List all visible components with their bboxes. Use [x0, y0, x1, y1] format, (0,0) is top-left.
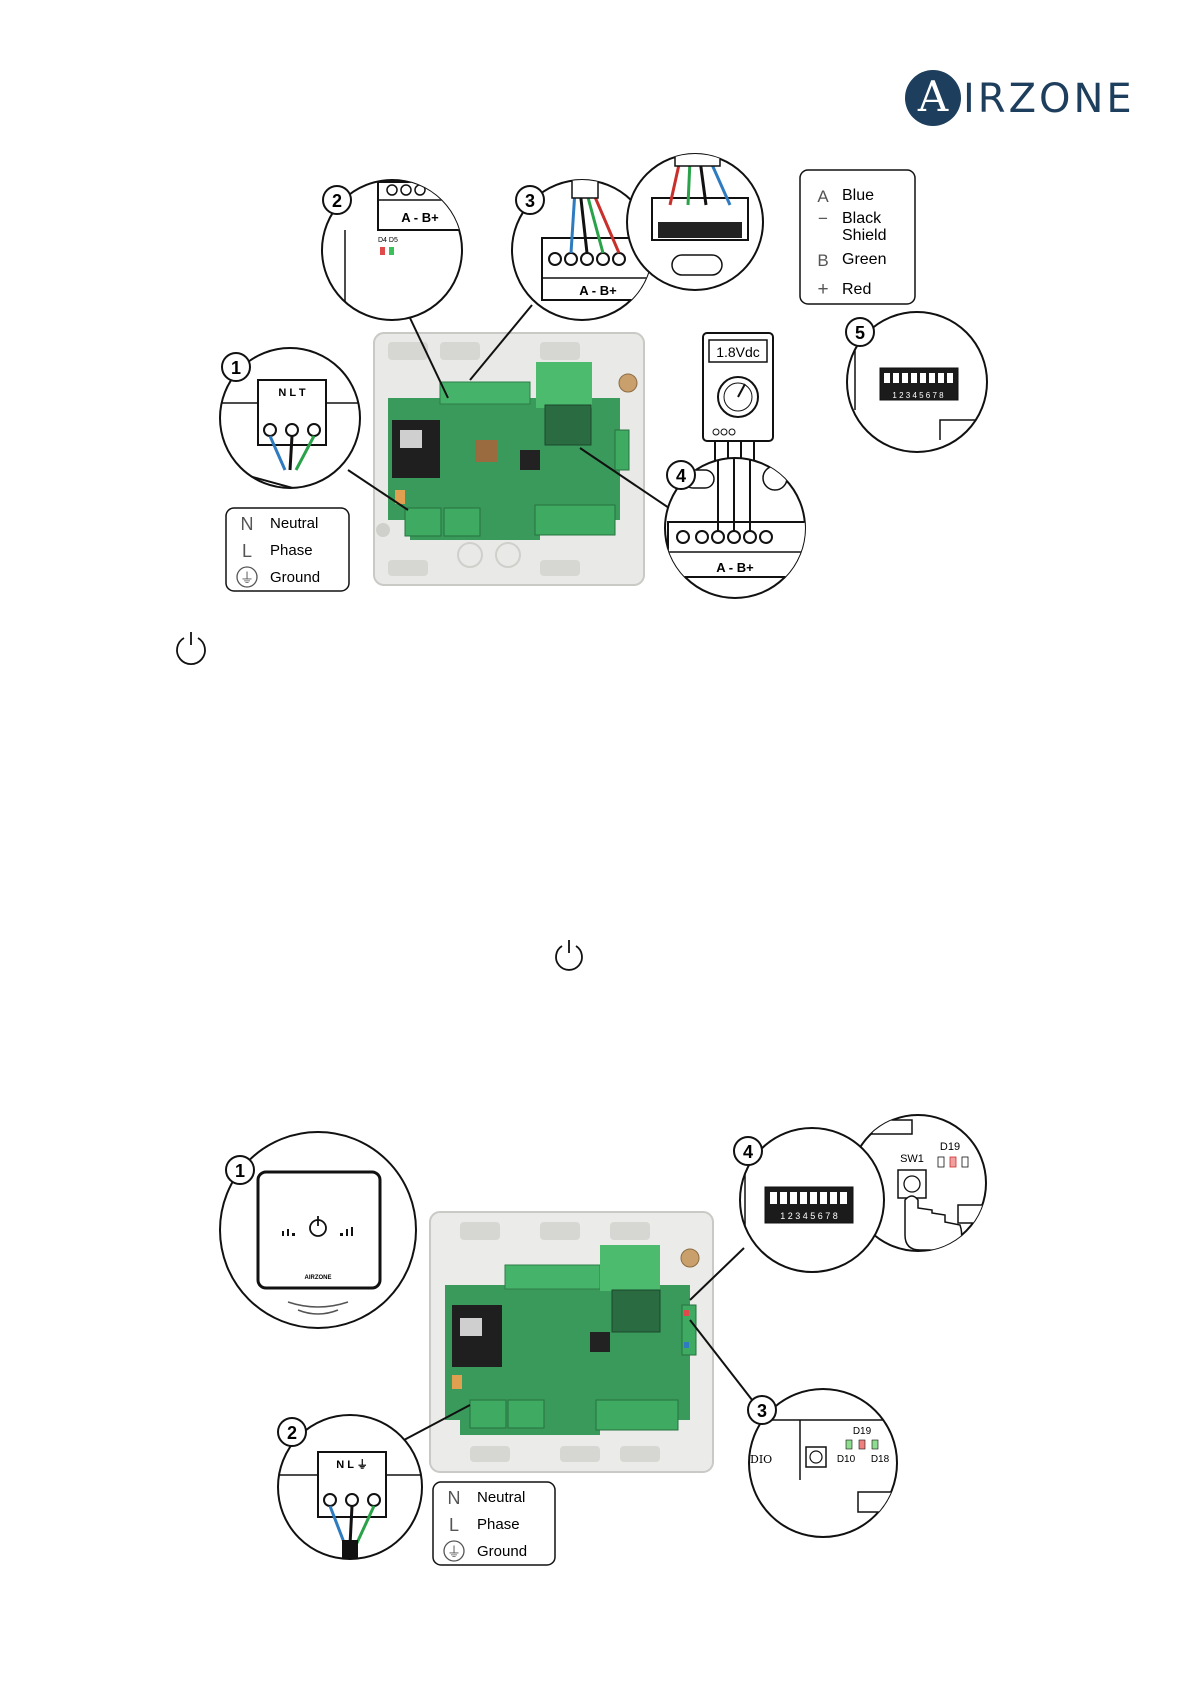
wire-color-legend: A Blue − Black Shield B Green + Red — [800, 170, 915, 304]
top-legend-symbol-ground: ⏚ — [240, 570, 254, 586]
top-dip-numbers: 1 2 3 4 5 6 7 8 — [892, 391, 944, 400]
bottom-power-legend: N Neutral L Phase ⏚ Ground — [433, 1482, 555, 1565]
legend-symbol-minus: − — [818, 209, 828, 228]
bottom-callout-4-dip-switch: 1 2 3 4 5 6 7 8 4 — [734, 1128, 884, 1272]
top-callout-4-voltage-check: A - B+ 4 — [665, 458, 808, 598]
top-step-2: 2 — [332, 191, 342, 211]
bottom-legend-ground: Ground — [477, 1543, 527, 1560]
bottom-callout-3-radio-leds: DIO D19 D10 D18 3 — [748, 1389, 900, 1537]
top-legend-symbol-l: L — [242, 541, 252, 561]
top-legend-ground: Ground — [270, 569, 320, 586]
sw1-label: SW1 — [900, 1153, 924, 1165]
radio-label-fragment: DIO — [750, 1453, 772, 1466]
bottom-terminal-labels: N L ⏚ — [336, 1458, 368, 1471]
bottom-led-d10: D10 — [837, 1454, 856, 1465]
top-step-1: 1 — [231, 358, 241, 378]
legend-label-blue: Blue — [842, 187, 874, 204]
voltmeter: 1.8Vdc — [703, 333, 773, 441]
bottom-callout-1-thermostat: AIRZONE 1 — [220, 1132, 416, 1328]
legend-symbol-plus: + — [817, 279, 828, 300]
bottom-led-d18: D18 — [871, 1454, 890, 1465]
legend-symbol-b: B — [817, 251, 828, 270]
top-power-legend: N Neutral L Phase ⏚ Ground — [226, 508, 349, 591]
bottom-legend-symbol-n: N — [448, 1488, 461, 1508]
top-bus-label-4: A - B+ — [716, 560, 754, 575]
legend-label-shield: Shield — [842, 227, 886, 244]
top-step-4: 4 — [676, 466, 686, 486]
legend-label-black: Black — [842, 210, 882, 227]
bottom-legend-symbol-ground: ⏚ — [447, 1544, 461, 1560]
bottom-led-d19: D19 — [940, 1141, 960, 1153]
bottom-step-3: 3 — [757, 1401, 767, 1421]
bottom-controller-board — [430, 1212, 713, 1472]
top-legend-neutral: Neutral — [270, 515, 318, 532]
top-legend-symbol-n: N — [241, 514, 254, 534]
bottom-legend-phase: Phase — [477, 1516, 520, 1533]
voltmeter-reading: 1.8Vdc — [716, 344, 760, 360]
bottom-step-4: 4 — [743, 1142, 753, 1162]
top-terminal-labels: N L T — [278, 387, 306, 399]
top-bus-label-2: A - B+ — [401, 210, 439, 225]
top-bus-label-3: A - B+ — [579, 283, 617, 298]
top-controller-board — [374, 333, 644, 585]
thermostat-brand: AIRZONE — [305, 1275, 332, 1281]
bottom-step-1: 1 — [235, 1161, 245, 1181]
top-callout-3-terminal-detail — [627, 152, 763, 290]
power-icon — [556, 940, 582, 970]
top-callout-2-leds: A - B+ D4 D5 2 — [322, 180, 462, 330]
top-legend-phase: Phase — [270, 542, 313, 559]
bottom-step-2: 2 — [287, 1423, 297, 1443]
top-step-3: 3 — [525, 191, 535, 211]
top-step-5: 5 — [855, 323, 865, 343]
power-icon — [177, 632, 205, 664]
top-callout-5-dip-switch: 1 2 3 4 5 6 7 8 5 — [846, 312, 990, 452]
legend-label-red: Red — [842, 281, 871, 298]
top-callout-1-power-terminal: N L T 1 — [220, 348, 360, 490]
bottom-dip-numbers: 1 2 3 4 5 6 7 8 — [780, 1211, 838, 1221]
bottom-legend-neutral: Neutral — [477, 1489, 525, 1506]
legend-symbol-a: A — [817, 187, 829, 206]
top-led-labels: D4 D5 — [378, 237, 398, 244]
bottom-legend-symbol-l: L — [449, 1515, 459, 1535]
legend-label-green: Green — [842, 251, 886, 268]
bottom-led-d19-small: D19 — [853, 1426, 872, 1437]
bottom-callout-2-power-terminal: N L ⏚ 2 — [278, 1415, 422, 1560]
